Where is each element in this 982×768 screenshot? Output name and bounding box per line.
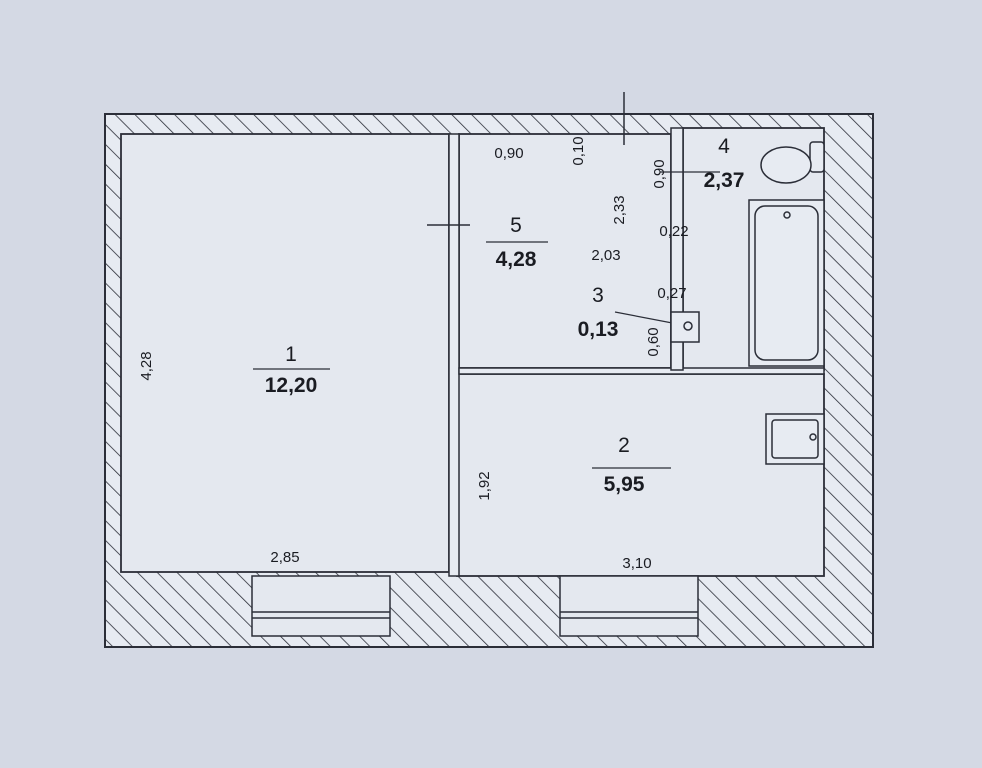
room-2-area: 5,95: [604, 473, 645, 496]
dim-room5-depth: 2,33: [611, 195, 628, 224]
toilet-icon: [760, 141, 825, 184]
dim-room2-height: 1,92: [476, 471, 493, 500]
washbasin-icon: [670, 311, 700, 343]
window-left: [251, 575, 391, 637]
dim-room3-depth: 0,60: [645, 327, 662, 356]
dim-room5-inner: 2,03: [591, 247, 620, 264]
room-1-area: 12,20: [265, 374, 318, 397]
dim-wall-a: 0,22: [659, 223, 688, 240]
window-right: [559, 575, 699, 637]
room-5-area: 4,28: [496, 248, 537, 271]
room-4-number: 4: [718, 135, 730, 158]
room-5-number: 5: [510, 214, 522, 237]
interior-space: [120, 127, 825, 577]
dim-room5-width: 0,90: [494, 145, 523, 162]
dim-wall-b: 0,27: [657, 285, 686, 302]
room-2-number: 2: [618, 434, 630, 457]
dim-room1-height: 4,28: [138, 351, 155, 380]
sink-icon: [765, 413, 825, 465]
room-3-area: 0,13: [578, 318, 619, 341]
room-4-area: 2,37: [704, 169, 745, 192]
dim-room2-width: 3,10: [622, 555, 651, 572]
room-3-number: 3: [592, 284, 604, 307]
dim-gap-top: 0,10: [570, 136, 587, 165]
bathtub-icon: [748, 199, 825, 367]
partition-walls: [448, 127, 825, 577]
room-1-number: 1: [285, 343, 297, 366]
dim-room1-width: 2,85: [270, 549, 299, 566]
dim-room4-door: 0,90: [651, 159, 668, 188]
